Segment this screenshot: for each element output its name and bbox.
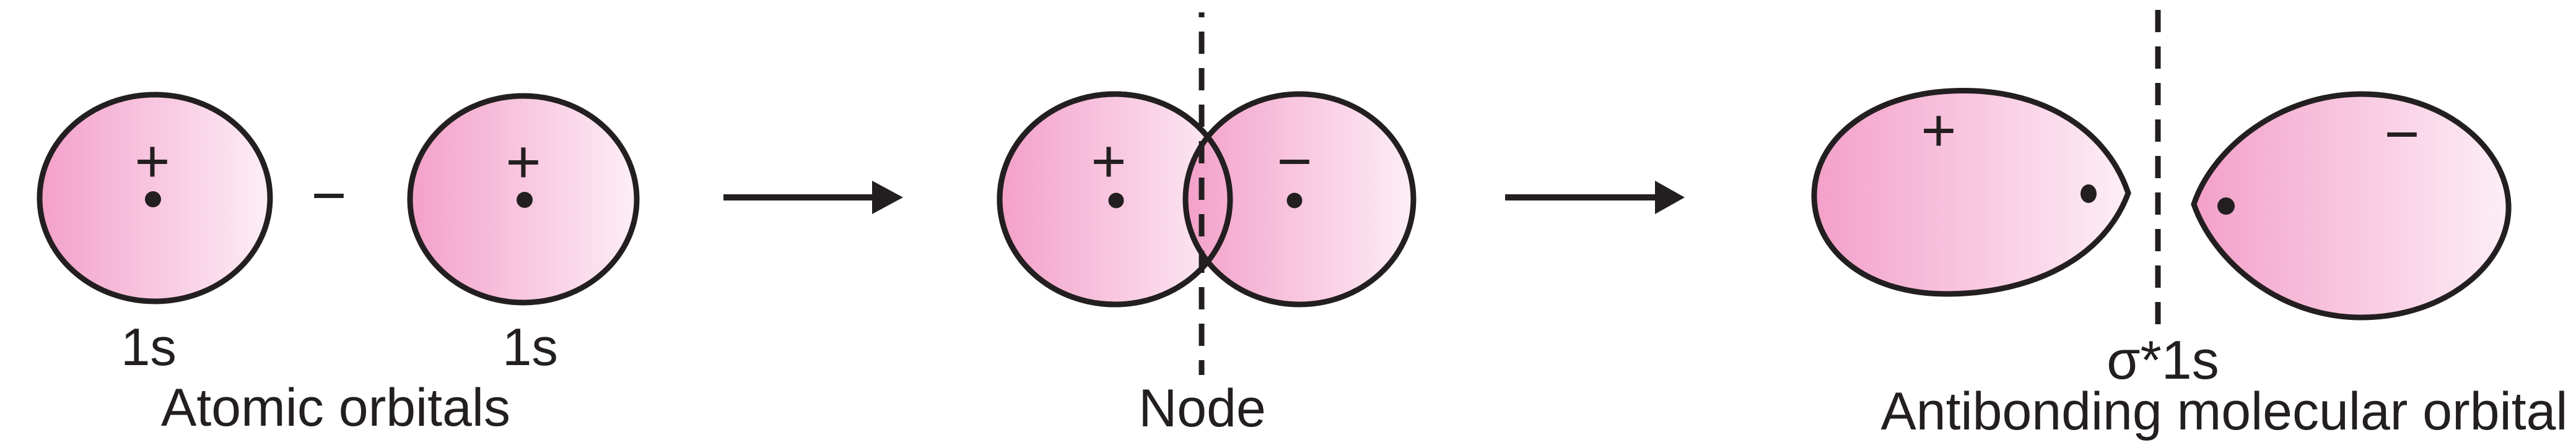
overlap-stage: + − Node — [997, 12, 1417, 438]
minus-operator: − — [311, 161, 346, 229]
arrow-head-icon — [1655, 181, 1685, 214]
phase-minus-sign: − — [1277, 127, 1312, 195]
overlap-left-lobe-outline — [997, 91, 1233, 308]
atomic-orbitals-stage: + 1s − + 1s Atomic orbitals — [37, 92, 640, 437]
nucleus-dot — [1108, 192, 1124, 209]
antibonding-left-lobe — [1811, 87, 2131, 297]
phase-minus-sign: − — [2384, 100, 2419, 168]
orbital-1s-label-b: 1s — [502, 318, 558, 377]
nucleus-dot — [517, 192, 533, 208]
phase-plus-sign: + — [505, 127, 541, 196]
antibonding-right-lobe — [2191, 91, 2512, 321]
antibonding-caption: Antibonding molecular orbital — [1880, 382, 2567, 441]
right-arrow-icon — [723, 181, 903, 214]
arrow-head-icon — [872, 181, 903, 214]
nucleus-dot — [145, 191, 161, 207]
antibonding-mo-stage: + σ*1s − Antibonding molecular orbital — [1811, 10, 2568, 441]
atomic-orbitals-caption: Atomic orbitals — [161, 378, 510, 437]
nucleus-dot — [1286, 192, 1303, 209]
right-arrow-icon — [1505, 181, 1685, 214]
orbital-1s-label-a: 1s — [121, 318, 177, 377]
node-label: Node — [1138, 379, 1266, 438]
nucleus-dot — [2080, 184, 2097, 203]
phase-plus-sign: + — [1091, 127, 1126, 195]
phase-plus-sign: + — [134, 127, 170, 195]
phase-plus-sign: + — [1921, 96, 1956, 164]
sigma-star-1s-label: σ*1s — [2107, 329, 2219, 390]
nucleus-dot — [2217, 197, 2235, 215]
